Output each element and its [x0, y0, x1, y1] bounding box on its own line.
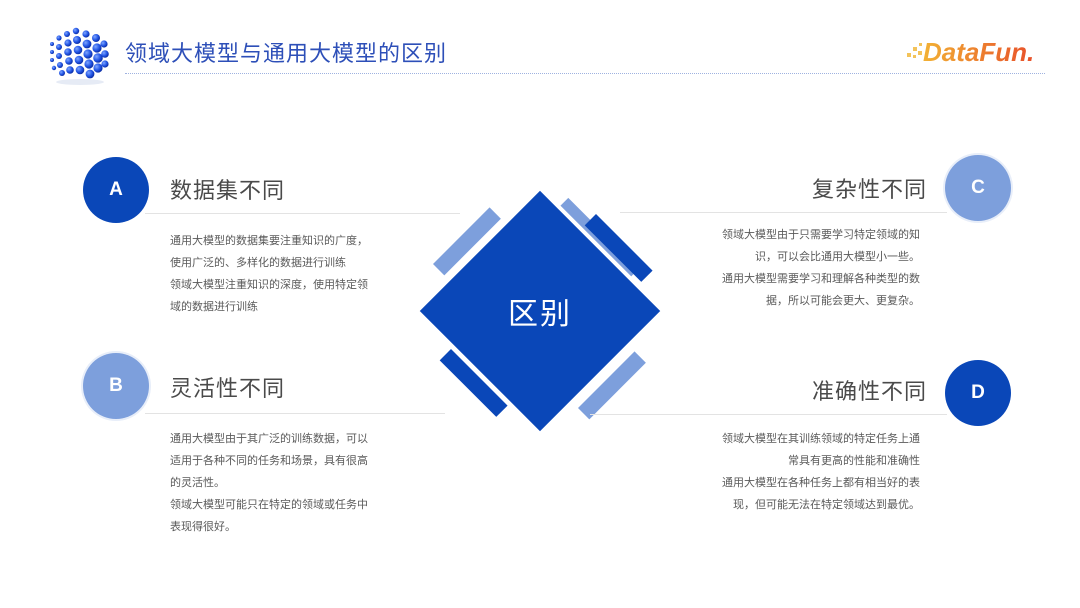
badge-d-label: D — [971, 382, 985, 403]
section-b-divider — [145, 413, 445, 414]
section-a-title: 数据集不同 — [170, 179, 286, 204]
badge-a: A — [83, 157, 149, 223]
section-b-body: 通用大模型由于其广泛的训练数据，可以 适用于各种不同的任务和场景，具有很高 的灵… — [170, 428, 385, 538]
badge-b-label: B — [109, 375, 123, 396]
section-b-line: 表现得很好。 — [170, 520, 236, 533]
section-c-line: 领域大模型由于只需要学习特定领域的知 — [722, 228, 920, 241]
section-d-line: 现，但可能无法在特定领域达到最优。 — [733, 498, 920, 511]
title-divider — [125, 73, 1045, 74]
section-d-title: 准确性不同 — [812, 380, 928, 405]
section-b-line: 的灵活性。 — [170, 476, 225, 489]
svg-text:DataFun.: DataFun. — [923, 37, 1034, 67]
section-a-line: 使用广泛的、多样化的数据进行训练 — [170, 256, 346, 269]
datafun-logo: DataFun. — [907, 37, 1034, 67]
section-d-body: 领域大模型在其训练领域的特定任务上通 常具有更高的性能和准确性 通用大模型在各种… — [705, 428, 920, 516]
section-a-line: 领域大模型注重知识的深度，使用特定领 — [170, 278, 368, 291]
section-c-divider — [620, 212, 947, 213]
section-c-line: 据，所以可能会更大、更复杂。 — [766, 294, 920, 307]
section-a-line: 域的数据进行训练 — [170, 300, 258, 313]
badge-d: D — [945, 360, 1011, 426]
molecule-cube-icon — [50, 27, 109, 85]
badge-b: B — [83, 353, 149, 419]
section-c-line: 通用大模型需要学习和理解各种类型的数 — [722, 272, 920, 285]
badge-a-label: A — [109, 179, 123, 200]
section-b-line: 领域大模型可能只在特定的领域或任务中 — [170, 498, 368, 511]
section-d-line: 常具有更高的性能和准确性 — [788, 454, 920, 467]
badge-c: C — [945, 155, 1011, 221]
badge-c-label: C — [971, 177, 985, 198]
section-b-line: 通用大模型由于其广泛的训练数据，可以 — [170, 432, 368, 445]
section-d-line: 通用大模型在各种任务上都有相当好的表 — [722, 476, 920, 489]
page-title: 领域大模型与通用大模型的区别 — [125, 42, 448, 67]
section-c-line: 识，可以会比通用大模型小一些。 — [755, 250, 920, 263]
section-a-body: 通用大模型的数据集要注重知识的广度， 使用广泛的、多样化的数据进行训练 领域大模… — [170, 230, 385, 318]
center-label: 区别 — [508, 297, 572, 332]
section-a-divider — [145, 213, 460, 214]
section-c-title: 复杂性不同 — [812, 178, 928, 203]
section-d-divider — [590, 414, 947, 415]
section-a-line: 通用大模型的数据集要注重知识的广度， — [170, 234, 368, 247]
section-c-body: 领域大模型由于只需要学习特定领域的知 识，可以会比通用大模型小一些。 通用大模型… — [705, 224, 920, 312]
section-b-line: 适用于各种不同的任务和场景，具有很高 — [170, 454, 368, 467]
center-diamond-graphic — [415, 186, 665, 436]
section-d-line: 领域大模型在其训练领域的特定任务上通 — [722, 432, 920, 445]
section-b-title: 灵活性不同 — [170, 377, 286, 402]
